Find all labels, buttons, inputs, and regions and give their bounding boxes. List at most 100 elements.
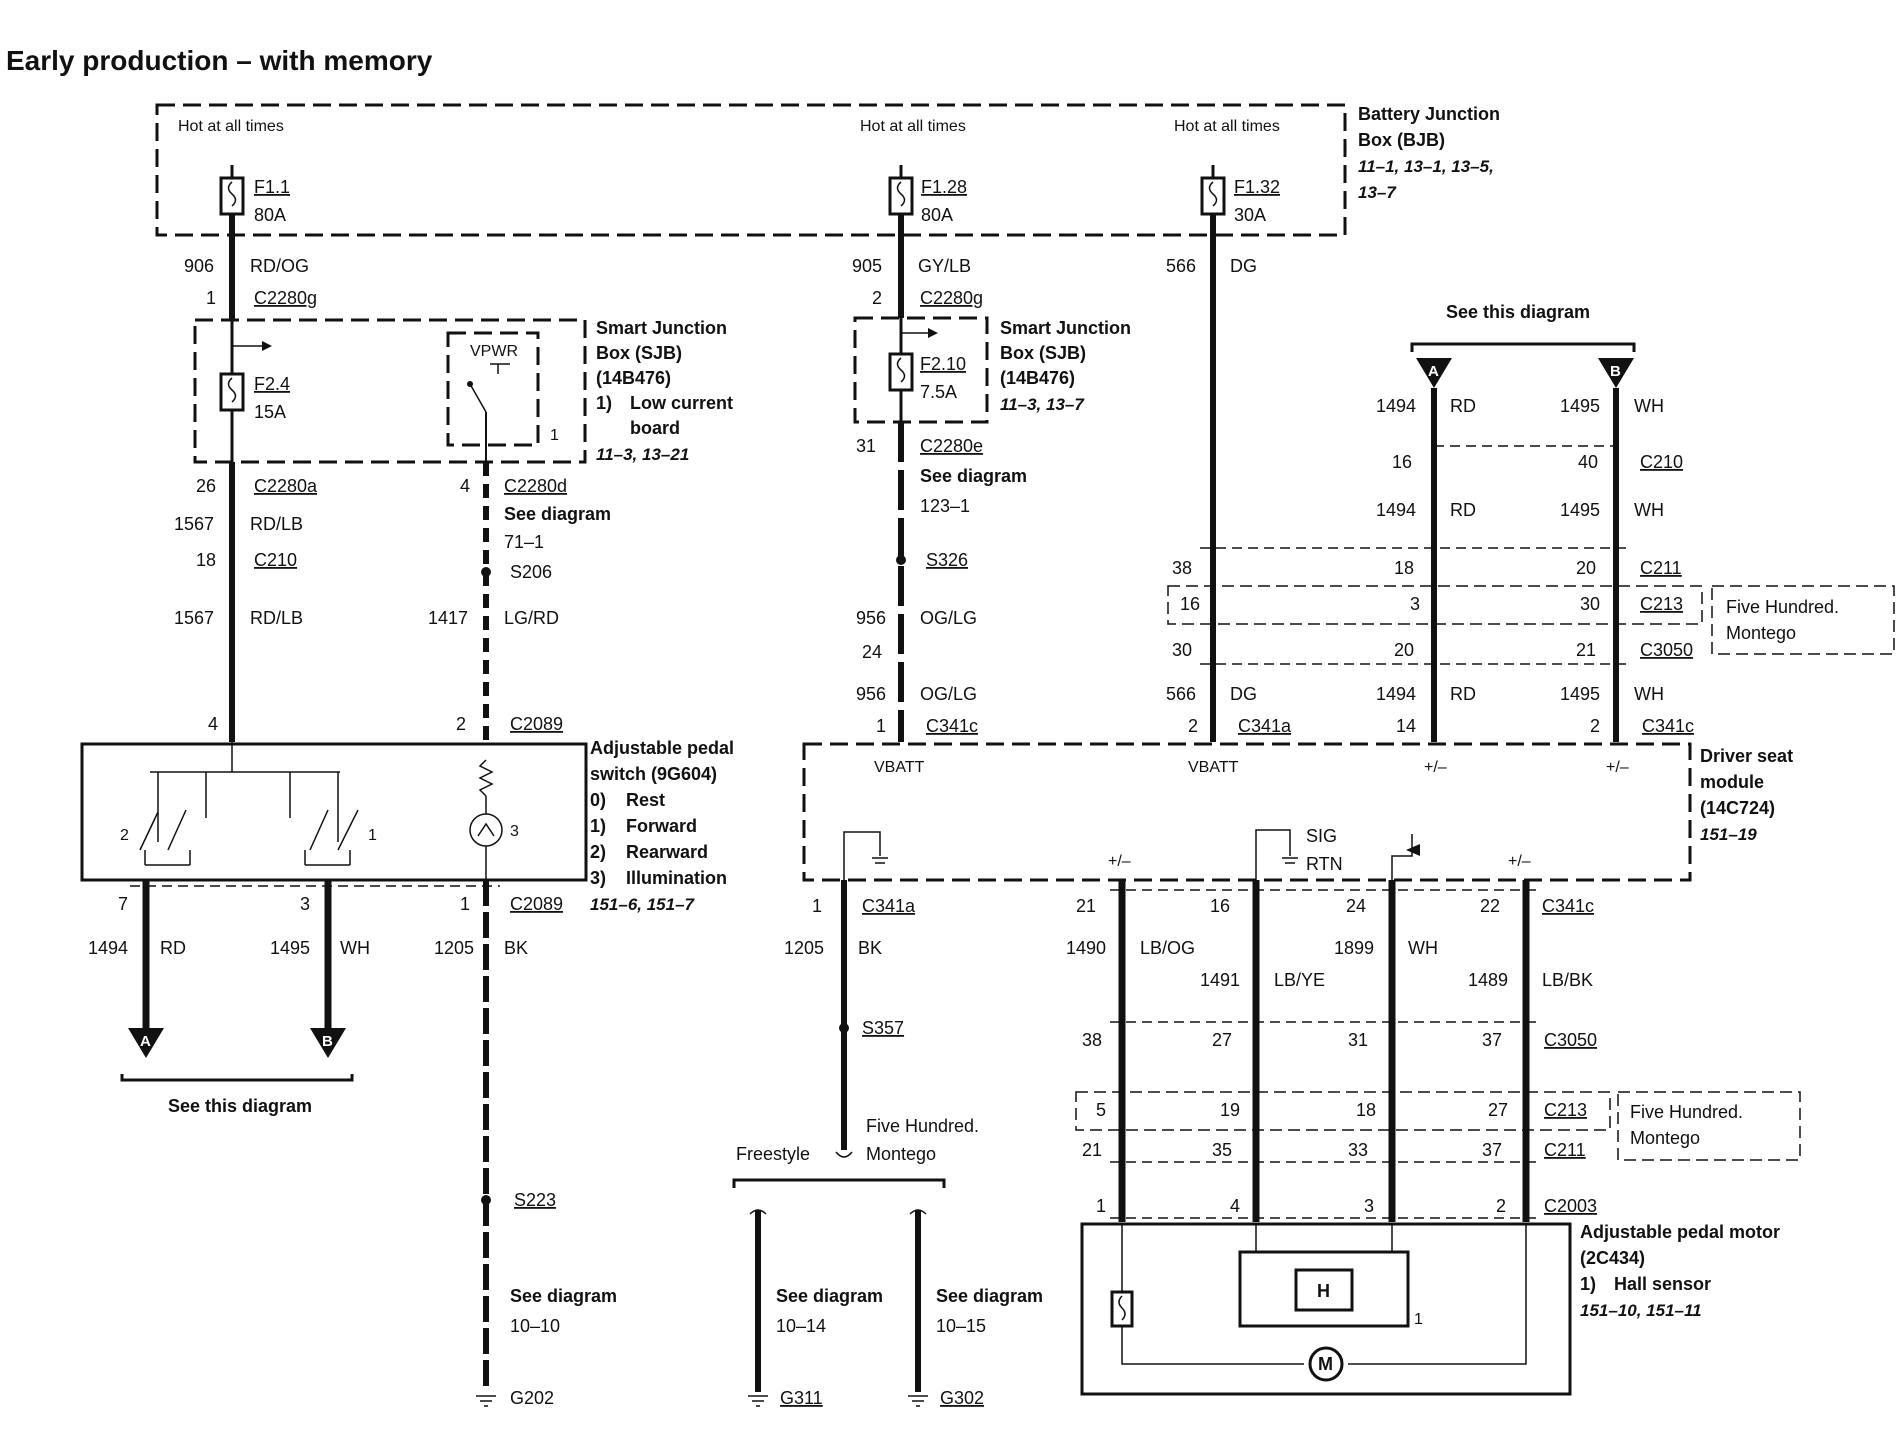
pin-20-c3050: 20 <box>1394 640 1414 660</box>
circuit-1899: 1899 <box>1334 938 1374 958</box>
marker-a-down: A <box>128 1028 164 1058</box>
state-2-num: 2) <box>590 842 606 862</box>
lamp-pin-3: 3 <box>510 823 519 840</box>
pin-18-c210: 18 <box>196 550 216 570</box>
pedal-switch-label: Adjustable pedal <box>590 738 734 758</box>
ref-71-1: 71–1 <box>504 532 544 552</box>
splice-s326: S326 <box>926 550 968 570</box>
pin-16-c210: 16 <box>1392 452 1412 472</box>
svg-text:F1.32: F1.32 <box>1234 177 1280 197</box>
color-1489: LB/BK <box>1542 970 1593 990</box>
circuit-1417: 1417 <box>428 608 468 628</box>
connector-c2280d: C2280d <box>504 476 567 496</box>
pedal-switch-label-2: switch (9G604) <box>590 764 717 784</box>
ground-g202: G202 <box>510 1388 554 1408</box>
color-1205-right: BK <box>858 938 882 958</box>
pin-37-c211: 37 <box>1482 1140 1502 1160</box>
hot-label-2: Hot at all times <box>860 118 966 135</box>
pin-1-c341c: 1 <box>876 716 886 736</box>
pin-5-c213: 5 <box>1096 1100 1106 1120</box>
color-1495-r3: WH <box>1634 684 1664 704</box>
fuse-f1-28: F1.28 80A <box>888 165 967 225</box>
motor-note: Hall sensor <box>1614 1274 1711 1294</box>
circuit-1495-r1: 1495 <box>1560 396 1600 416</box>
svg-text:F1.28: F1.28 <box>921 177 967 197</box>
state-2: Rearward <box>626 842 708 862</box>
ground-g311: G311 <box>780 1388 823 1408</box>
see-this-diagram-left: See this diagram <box>168 1096 312 1116</box>
sjb-note: Low current <box>630 393 733 413</box>
sjb-mid-ref: 11–3, 13–7 <box>1000 395 1085 414</box>
color-956-a: OG/LG <box>920 608 977 628</box>
svg-text:80A: 80A <box>921 205 953 225</box>
pin-1-c2003: 1 <box>1096 1196 1106 1216</box>
adjustable-pedal-switch <box>80 742 588 882</box>
circuit-1567-a: 1567 <box>174 514 214 534</box>
connector-c210-right: C210 <box>1640 452 1683 472</box>
pin-21-c341c: 21 <box>1076 896 1096 916</box>
sjb-label-2: Box (SJB) <box>596 343 682 363</box>
pin-18-c213: 18 <box>1356 1100 1376 1120</box>
splice-s206: S206 <box>510 562 552 582</box>
svg-text:30A: 30A <box>1234 205 1266 225</box>
switch-pos-1: 1 <box>368 827 377 844</box>
circuit-566: 566 <box>1166 256 1196 276</box>
circuit-1494-r1: 1494 <box>1376 396 1416 416</box>
state-0: Rest <box>626 790 665 810</box>
montego-upper: Montego <box>1726 623 1796 643</box>
hall-sensor <box>1238 1250 1410 1328</box>
circuit-1491: 1491 <box>1200 970 1240 990</box>
sjb-mid-label-3: (14B476) <box>1000 368 1075 388</box>
hall-sensor-chip <box>1294 1268 1354 1312</box>
color-906: RD/OG <box>250 256 309 276</box>
sjb-note-2: board <box>630 418 680 438</box>
connector-c213-upper: C213 <box>1640 594 1683 614</box>
five-hundred-lower: Five Hundred. <box>1630 1102 1743 1122</box>
circuit-1567-b: 1567 <box>174 608 214 628</box>
svg-text:15A: 15A <box>254 402 286 422</box>
hall-pin-1: 1 <box>1414 1311 1423 1328</box>
smart-junction-box-mid <box>853 316 989 424</box>
color-1495-left: WH <box>340 938 370 958</box>
bjb-ref-2: 13–7 <box>1358 183 1397 202</box>
pin-21-c211: 21 <box>1082 1140 1102 1160</box>
pin-4-c2280d: 4 <box>460 476 470 496</box>
svg-text:F2.10: F2.10 <box>920 354 966 374</box>
pin-1-c2089: 1 <box>460 894 470 914</box>
circuit-1494-left: 1494 <box>88 938 128 958</box>
ground-g202-icon <box>476 1395 496 1407</box>
see-diagram-123: See diagram <box>920 466 1027 486</box>
color-1494-r1: RD <box>1450 396 1476 416</box>
battery-junction-box <box>155 103 1347 237</box>
color-566: DG <box>1230 256 1257 276</box>
sig-label: SIG <box>1306 826 1337 846</box>
dsm-ref: 151–19 <box>1700 825 1757 844</box>
pin-3-switch: 3 <box>300 894 310 914</box>
pin-38-c211: 38 <box>1172 558 1192 578</box>
state-1: Forward <box>626 816 697 836</box>
svg-text:B: B <box>322 1033 333 1050</box>
circuit-956-a: 956 <box>856 608 886 628</box>
sjb-note-num: 1) <box>596 393 612 413</box>
circuit-1495-left: 1495 <box>270 938 310 958</box>
motor-m: M <box>1318 1354 1333 1374</box>
motor-label-2: (2C434) <box>1580 1248 1645 1268</box>
driver-seat-module <box>802 742 1692 882</box>
dsm-label-3: (14C724) <box>1700 798 1775 818</box>
splice-s357: S357 <box>862 1018 904 1038</box>
fuse-f2-10: F2.10 7.5A <box>888 352 966 402</box>
pin-24-c3050: 24 <box>862 642 882 662</box>
vbatt-2: VBATT <box>1188 759 1239 776</box>
pin-19-c213: 19 <box>1220 1100 1240 1120</box>
see-this-diagram-right: See this diagram <box>1446 302 1590 322</box>
color-1567-a: RD/LB <box>250 514 303 534</box>
c213-band-lower <box>1075 1091 1611 1131</box>
connector-c341a-top: C341a <box>1238 716 1292 736</box>
bjb-label: Battery Junction <box>1358 104 1500 124</box>
connector-c341c-b: C341c <box>1642 716 1694 736</box>
pin-37-c3050-lower: 37 <box>1482 1030 1502 1050</box>
color-1494-r3: RD <box>1450 684 1476 704</box>
pin-31-c3050-lower: 31 <box>1348 1030 1368 1050</box>
connector-c341a-bottom: C341a <box>862 896 916 916</box>
pin-26: 26 <box>196 476 216 496</box>
